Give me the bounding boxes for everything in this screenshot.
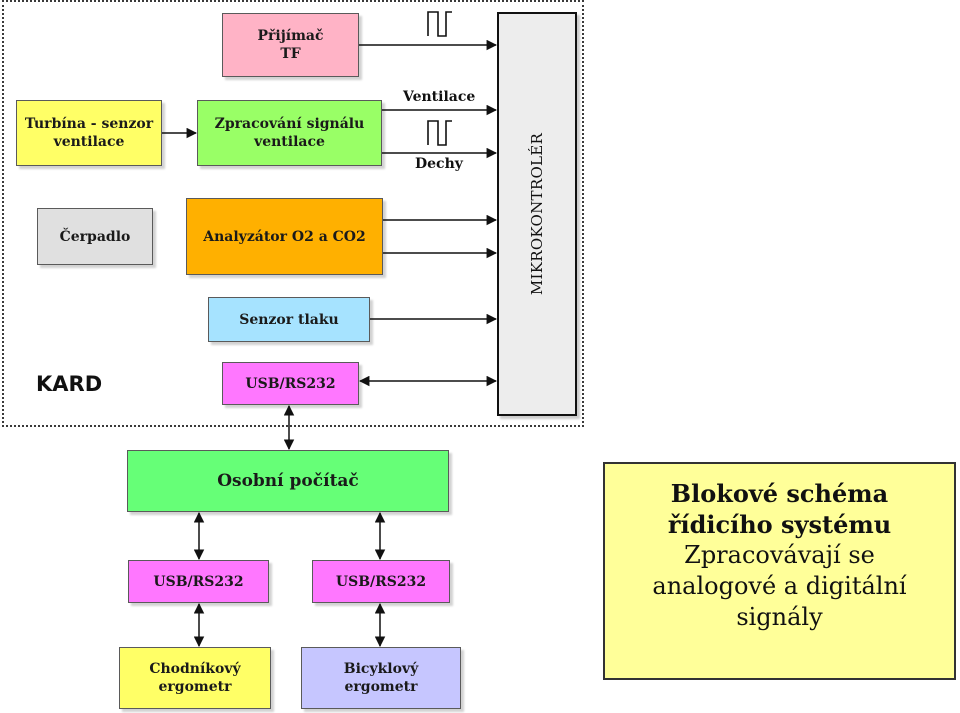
treadmill-ergometer-block: Chodníkový ergometr — [119, 647, 271, 709]
usb-rs232-kard-block: USB/RS232 — [222, 362, 359, 405]
bicycle-ergometer-block: Bicyklový ergometr — [301, 647, 461, 709]
pulse-symbol-receiver — [427, 11, 452, 37]
personal-computer-block: Osobní počítač — [127, 450, 449, 512]
kard-label: KARD — [36, 372, 103, 396]
caption-title: Blokové schéma řídicího systému — [667, 479, 892, 539]
signal-processing-block: Zpracování signálu ventilace — [197, 100, 382, 166]
receiver-block: Přijímač TF — [222, 13, 359, 77]
usb-rs232-left-block: USB/RS232 — [128, 560, 269, 603]
pump-block: Čerpadlo — [37, 208, 153, 265]
caption-body: Zpracovávají se analogové a digitální si… — [652, 541, 907, 631]
caption-panel: Blokové schéma řídicího systému Zpracová… — [603, 462, 956, 680]
gas-analyzer-block: Analyzátor O2 a CO2 — [186, 198, 383, 275]
ventilation-signal-label: Ventilace — [403, 89, 476, 105]
breaths-signal-label: Dechy — [415, 156, 463, 172]
turbine-sensor-block: Turbína - senzor ventilace — [16, 100, 162, 166]
microcontroller-block: MIKROKONTROLÉR — [497, 12, 577, 416]
pressure-sensor-block: Senzor tlaku — [208, 297, 370, 342]
pulse-symbol-breaths — [427, 120, 452, 146]
usb-rs232-right-block: USB/RS232 — [312, 560, 450, 603]
